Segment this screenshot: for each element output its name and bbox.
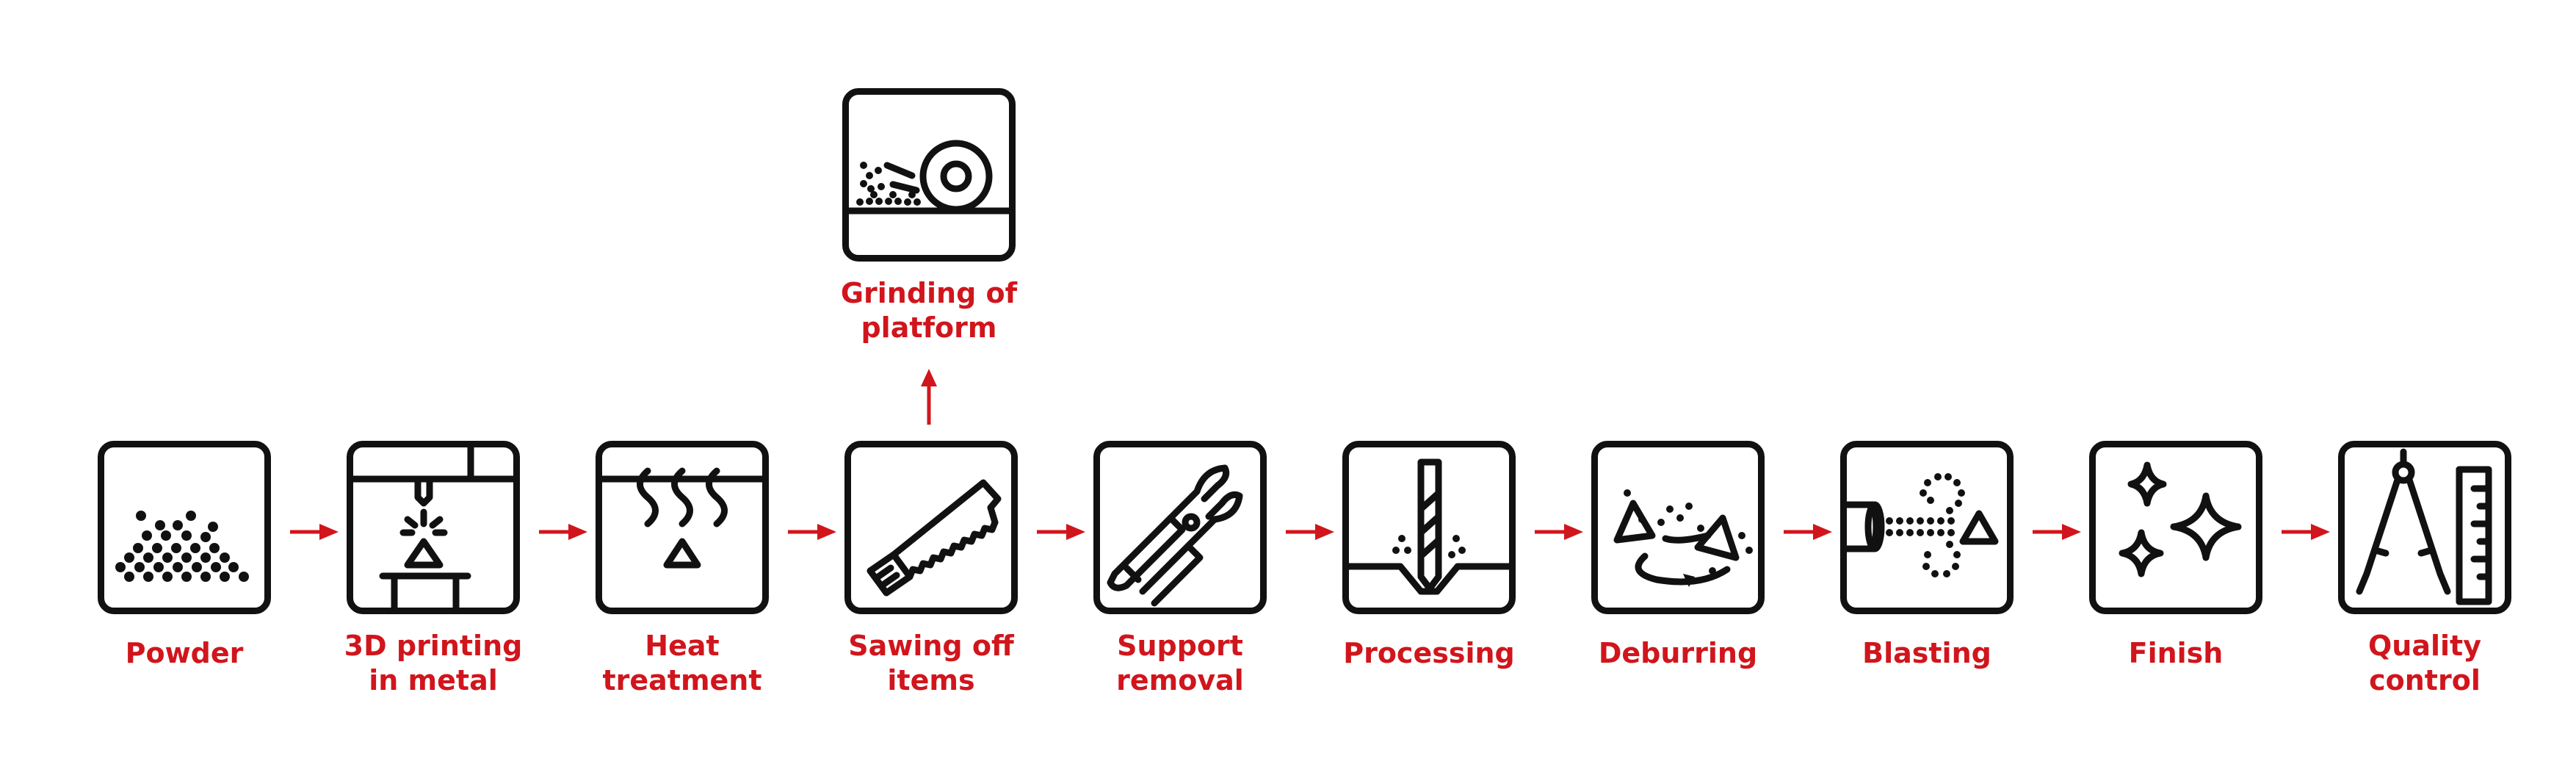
label-line-2: platform (861, 312, 997, 344)
step-label-heat-treatment: Heat treatment (561, 629, 803, 698)
drill-bit-icon (1345, 458, 1513, 595)
label-line-1: Blasting (1862, 637, 1991, 669)
step-label-quality-control: Quality control (2304, 629, 2546, 698)
step-label-deburring: Deburring (1557, 636, 1799, 671)
label-line-1: Heat (645, 630, 720, 662)
branch-arrow-up (921, 369, 937, 425)
label-line-1: Finish (2128, 637, 2224, 669)
flow-arrow (1784, 524, 1832, 540)
sparkles-icon (2119, 461, 2242, 577)
heat-waves-icon (598, 467, 766, 569)
label-line-1: Sawing off (848, 630, 1014, 662)
step-finish-box (2089, 441, 2262, 614)
label-line-1: Deburring (1598, 637, 1758, 669)
step-label-3d-printing: 3D printing in metal (312, 629, 554, 698)
powder-pile-icon (115, 511, 249, 582)
label-line-2: items (887, 664, 975, 696)
step-sawing-off-items-box (844, 441, 1018, 614)
grinding-wheel-icon (845, 140, 1013, 215)
label-line-2: control (2369, 664, 2481, 696)
flow-arrow (290, 524, 339, 540)
step-label-grinding-of-platform: Grinding of platform (808, 276, 1050, 345)
blasting-nozzle-icon (1843, 473, 1999, 577)
step-support-removal-box (1093, 441, 1267, 614)
step-blasting-box (1840, 441, 2014, 614)
step-heat-treatment-box (596, 441, 769, 614)
label-line-1: Processing (1343, 637, 1515, 669)
label-line-1: Quality (2368, 630, 2481, 662)
step-label-support-removal: Support removal (1059, 629, 1301, 698)
flow-arrow (539, 524, 587, 540)
3d-printer-icon (350, 444, 517, 611)
hacksaw-icon (866, 479, 1002, 597)
step-label-blasting: Blasting (1806, 636, 2048, 671)
flow-arrow (1037, 524, 1085, 540)
flow-arrow (788, 524, 836, 540)
label-line-1: Grinding of (840, 277, 1018, 309)
flow-arrow (2282, 524, 2330, 540)
step-3d-printing-box (347, 441, 520, 614)
step-label-processing: Processing (1308, 636, 1550, 671)
step-grinding-of-platform-box (842, 88, 1016, 262)
flow-arrow (1286, 524, 1334, 540)
step-processing-box (1342, 441, 1516, 614)
label-line-1: 3D printing (344, 630, 523, 662)
flow-arrow (1535, 524, 1583, 540)
tumbling-triangles-icon (1613, 489, 1753, 587)
step-label-powder: Powder (63, 636, 305, 671)
label-line-2: removal (1116, 664, 1244, 696)
step-quality-control-box (2338, 441, 2511, 614)
label-line-2: in metal (369, 664, 498, 696)
step-label-finish: Finish (2055, 636, 2297, 671)
label-line-1: Support (1117, 630, 1243, 662)
label-line-1: Powder (125, 637, 244, 669)
pliers-icon (1107, 464, 1243, 607)
step-deburring-box (1591, 441, 1765, 614)
step-powder-box (98, 441, 271, 614)
flow-arrow (2033, 524, 2081, 540)
compass-ruler-icon (2356, 448, 2492, 605)
step-label-sawing-off-items: Sawing off items (810, 629, 1052, 698)
label-line-2: treatment (602, 664, 762, 696)
